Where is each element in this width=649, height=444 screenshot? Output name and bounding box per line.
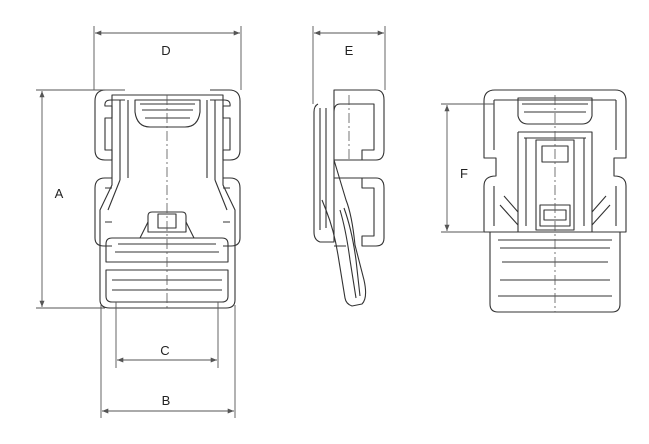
front-top-slot — [134, 99, 201, 128]
front-right-bracket-upper — [210, 89, 241, 161]
dim-label-b: B — [162, 393, 171, 408]
end-top-slot — [517, 97, 593, 125]
front-right-bracket-lower — [223, 177, 241, 247]
dim-label-a: A — [55, 186, 64, 201]
front-bottom-bar — [105, 269, 229, 303]
dimension-labels: D E A F C B — [55, 40, 468, 408]
front-left-bracket-upper — [94, 89, 125, 161]
dimension-lines — [36, 26, 494, 418]
dim-label-c: C — [160, 343, 169, 358]
dim-label-f: F — [460, 166, 468, 181]
front-central-body — [99, 94, 236, 309]
end-outer-frame — [483, 89, 627, 233]
end-inner-channel — [517, 131, 593, 232]
side-body-upper — [333, 89, 385, 161]
front-button-tab — [147, 211, 187, 233]
centerlines — [166, 95, 556, 312]
front-left-bracket-lower — [94, 177, 112, 247]
side-latch — [321, 159, 367, 307]
side-view — [313, 89, 385, 307]
front-lower-grip — [105, 237, 229, 263]
side-spine — [313, 103, 335, 243]
end-lower-base — [489, 231, 621, 313]
dim-label-d: D — [161, 43, 170, 58]
end-view — [483, 89, 627, 313]
dim-label-e: E — [345, 43, 354, 58]
side-body-lower — [361, 177, 385, 247]
end-center-column — [535, 139, 575, 231]
front-view — [94, 89, 241, 309]
